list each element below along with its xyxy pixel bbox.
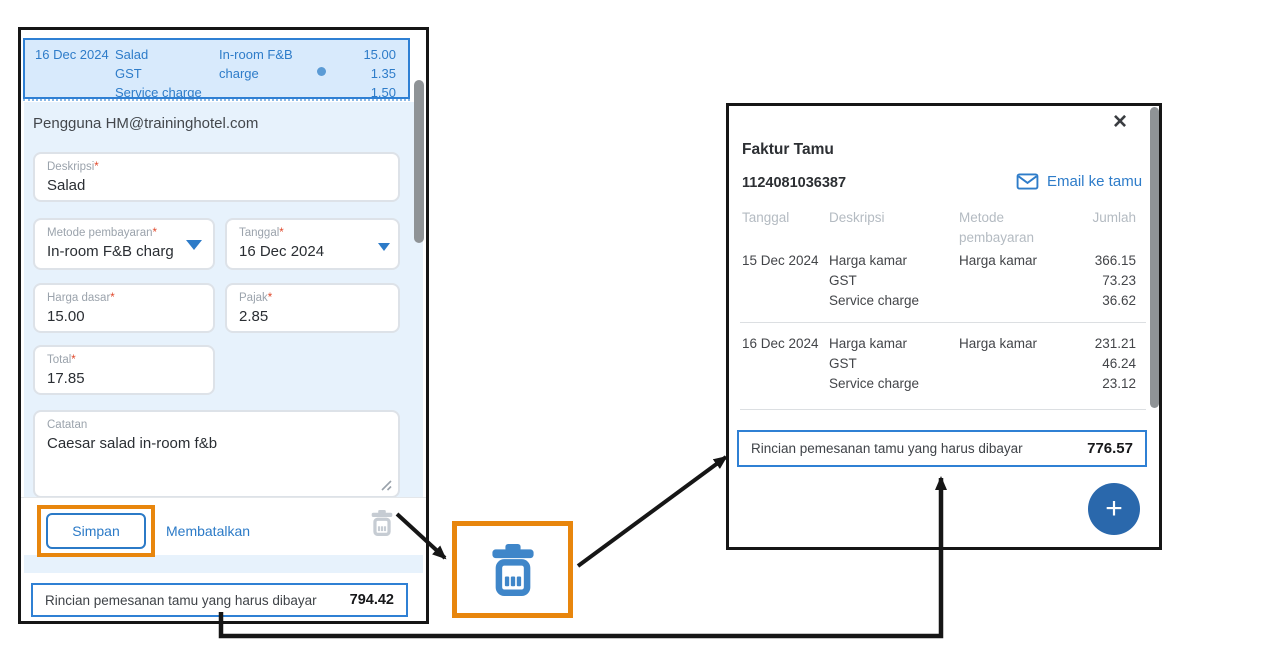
- metode-pembayaran-field[interactable]: Metode pembayaran* In-room F&B charg: [33, 218, 215, 270]
- deskripsi-value: Salad: [47, 177, 86, 194]
- invoice-total-bar: Rincian pemesanan tamu yang harus dibaya…: [737, 430, 1147, 467]
- required-asterisk: *: [152, 227, 157, 239]
- row-items: Harga kamar GST Service charge: [829, 336, 920, 391]
- row-date: 16 Dec 2024: [742, 336, 819, 351]
- pajak-label: Pajak: [239, 292, 268, 304]
- column-header-metode: Metode pembayaran: [959, 210, 1035, 245]
- guest-total-bar: Rincian pemesanan tamu yang harus dibaya…: [31, 583, 408, 617]
- guest-total-label: Rincian pemesanan tamu yang harus dibaya…: [45, 592, 317, 608]
- total-label: Total: [47, 354, 72, 366]
- invoice-total-label: Rincian pemesanan tamu yang harus dibaya…: [751, 441, 1023, 456]
- column-header-deskripsi: Deskripsi: [829, 210, 885, 225]
- close-icon[interactable]: ×: [1113, 108, 1128, 135]
- total-field[interactable]: Total* 17.85: [33, 345, 215, 395]
- tanggal-field[interactable]: Tanggal* 16 Dec 2024: [225, 218, 400, 270]
- envelope-icon: [1016, 173, 1039, 190]
- charge-row-method: In-room F&B charge: [219, 47, 293, 81]
- cancel-link[interactable]: Membatalkan: [166, 523, 251, 539]
- required-asterisk: *: [267, 292, 273, 304]
- row-method: Harga kamar: [959, 336, 1038, 351]
- trash-icon-small[interactable]: [371, 510, 393, 536]
- harga-dasar-label: Harga dasar: [47, 292, 111, 304]
- column-header-tanggal: Tanggal: [742, 210, 790, 225]
- catatan-field[interactable]: Catatan Caesar salad in-room f&b: [33, 410, 400, 498]
- required-asterisk: *: [279, 227, 284, 239]
- deskripsi-field[interactable]: Deskripsi* Salad: [33, 152, 400, 202]
- charge-row-items: Salad GST Service charge: [115, 47, 202, 100]
- catatan-label: Catatan: [47, 419, 88, 431]
- resize-handle-icon[interactable]: [378, 477, 392, 491]
- add-button[interactable]: +: [1088, 483, 1140, 535]
- charge-row-amounts: 15.00 1.35 1.50: [363, 47, 396, 100]
- required-asterisk: *: [94, 161, 99, 173]
- user-email-text: Pengguna HM@traininghotel.com: [33, 115, 259, 132]
- invoice-panel: [726, 103, 1162, 550]
- pajak-field[interactable]: Pajak* 2.85: [225, 283, 400, 333]
- charge-row-date: 16 Dec 2024: [35, 47, 109, 62]
- trash-highlight-box: [452, 521, 573, 618]
- total-value: 17.85: [47, 370, 85, 387]
- row-date: 15 Dec 2024: [742, 253, 819, 268]
- email-guest-label: Email ke tamu: [1047, 173, 1143, 190]
- column-header-jumlah: Jumlah: [1092, 210, 1136, 225]
- arrow-callout-to-invoice: [576, 455, 728, 568]
- row-divider: [740, 322, 1146, 323]
- required-asterisk: *: [71, 354, 76, 366]
- catatan-value: Caesar salad in-room f&b: [47, 435, 218, 452]
- invoice-number: 1124081036387: [742, 175, 847, 191]
- metode-label: Metode pembayaran: [47, 227, 153, 239]
- required-asterisk: *: [110, 292, 115, 304]
- row-divider: [740, 409, 1146, 410]
- save-button[interactable]: Simpan: [46, 513, 146, 549]
- trash-icon-large: [491, 543, 534, 596]
- invoice-title: Faktur Tamu: [742, 141, 834, 158]
- row-separator-dotted: [23, 99, 410, 101]
- row-items: Harga kamar GST Service charge: [829, 253, 920, 308]
- row-method: Harga kamar: [959, 253, 1038, 268]
- scrollbar-thumb[interactable]: [414, 80, 424, 243]
- scrollbar-thumb[interactable]: [1150, 107, 1159, 408]
- invoice-total-amount: 776.57: [1087, 440, 1133, 457]
- email-guest-link[interactable]: Email ke tamu: [1016, 173, 1142, 190]
- row-amounts: 366.15 73.23 36.62: [1094, 253, 1136, 308]
- harga-dasar-value: 15.00: [47, 308, 85, 325]
- save-highlight-box: [37, 505, 155, 557]
- plus-icon: +: [1105, 492, 1123, 525]
- harga-dasar-field[interactable]: Harga dasar* 15.00: [33, 283, 215, 333]
- tanggal-value: 16 Dec 2024: [239, 243, 325, 260]
- chevron-down-icon[interactable]: [378, 243, 390, 251]
- deskripsi-label: Deskripsi: [47, 161, 95, 173]
- tanggal-label: Tanggal: [239, 227, 280, 239]
- row-amounts: 231.21 46.24 23.12: [1094, 336, 1136, 391]
- guest-total-amount: 794.42: [349, 592, 394, 608]
- pajak-value: 2.85: [239, 308, 269, 325]
- chevron-down-icon[interactable]: [186, 240, 202, 250]
- metode-value: In-room F&B charg: [47, 243, 174, 260]
- method-indicator-dot-icon: [317, 67, 326, 76]
- selected-charge-row[interactable]: 16 Dec 2024 Salad GST Service charge In-…: [23, 38, 410, 100]
